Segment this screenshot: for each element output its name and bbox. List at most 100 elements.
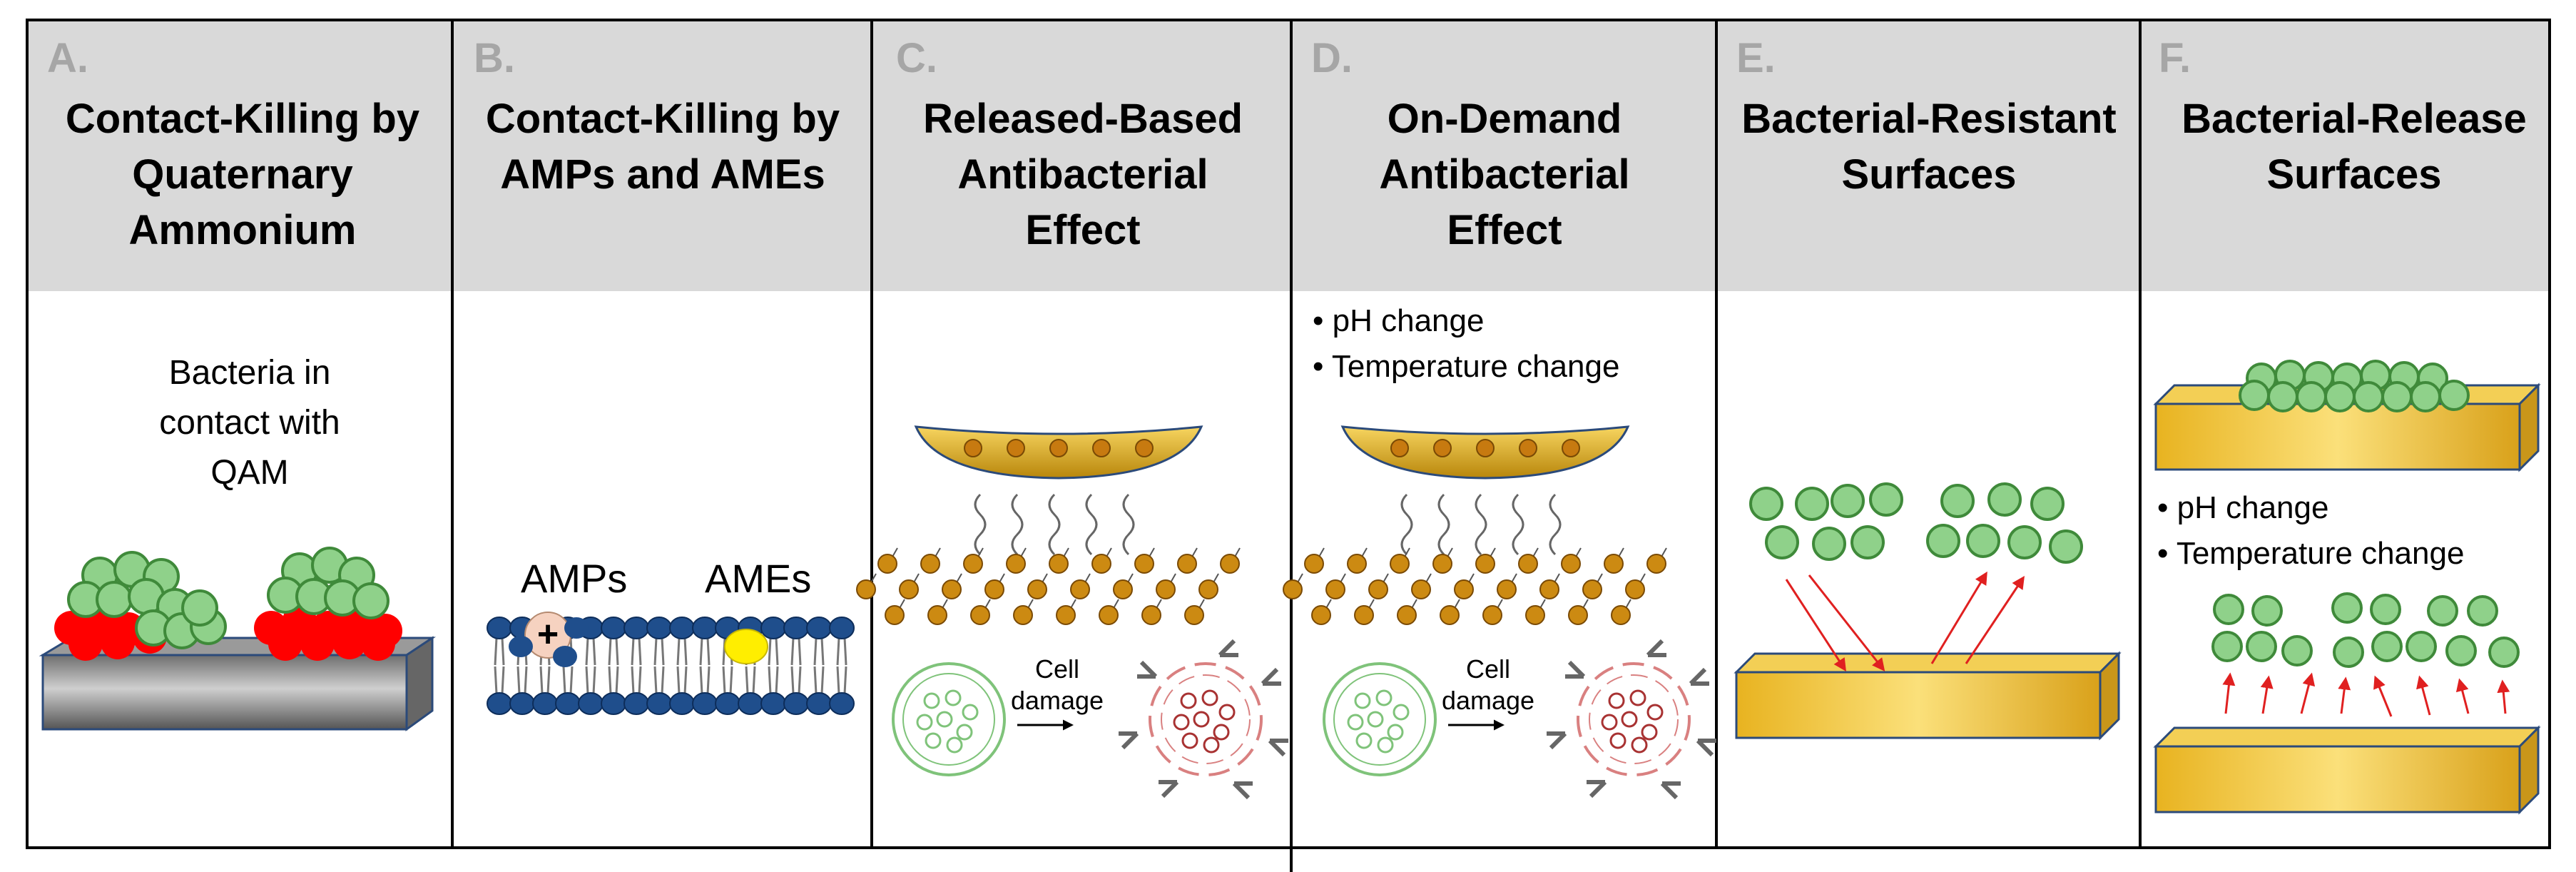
antibacterial-particle [1134, 554, 1154, 574]
lipid-head [532, 692, 558, 715]
particle-spike [1161, 780, 1179, 799]
lipid-tail [501, 637, 505, 666]
amps-label: AMPs [521, 556, 628, 601]
title-line: Ammonium [128, 207, 357, 253]
label-line: damage [1441, 686, 1535, 715]
bacterium [2438, 380, 2470, 411]
antibacterial-particle [963, 554, 983, 574]
lipid-head [553, 646, 577, 667]
lipid-tail [775, 637, 779, 666]
lipid-tail [562, 666, 566, 694]
release-wave [1085, 493, 1098, 556]
title-line: Released-Based [922, 96, 1243, 142]
bacterium [181, 589, 218, 627]
lipid-tail [683, 666, 688, 694]
title-line: Surfaces [1841, 151, 2017, 198]
lipid-head [738, 692, 763, 715]
antibacterial-particle [1475, 554, 1495, 574]
lipid-tail [494, 666, 498, 694]
lipid-tail [706, 637, 711, 666]
lipid-tail [653, 637, 658, 666]
bacterium [2213, 594, 2244, 625]
qam-molecule [101, 625, 135, 659]
release-wave [1475, 493, 1487, 556]
panel-b-graphic: + [487, 612, 855, 715]
lipid-tail [768, 637, 772, 666]
title-line: Effect [1447, 207, 1562, 253]
panel-title-d: On-Demand Antibacterial Effect [1293, 91, 1716, 258]
antibacterial-particle [1311, 605, 1331, 625]
trigger-item: • Temperature change [2157, 536, 2465, 571]
antibacterial-particle [1006, 554, 1026, 574]
lipid-tail [843, 666, 847, 694]
bacterium [2370, 594, 2401, 625]
title-line: Bacterial-Resistant [1741, 96, 2117, 142]
panel-divider [2139, 19, 2142, 849]
panel-divider [2548, 19, 2551, 849]
lipid-head [669, 692, 695, 715]
bacterium [2427, 595, 2458, 627]
trigger-item: • pH change [2157, 490, 2329, 525]
particle-spike [1660, 781, 1679, 800]
lipid-tail [798, 666, 802, 694]
antibacterial-particle [877, 554, 897, 574]
bacterium [1926, 524, 1960, 558]
qam-substrate [41, 654, 408, 731]
antibacterial-particle [970, 605, 990, 625]
release-surface-top [2154, 402, 2521, 471]
antibacterial-particle [1198, 579, 1218, 599]
release-arrow [2300, 672, 2316, 714]
lipid-tail [608, 637, 612, 666]
lipid-tail [768, 666, 772, 694]
organelle [1367, 711, 1384, 728]
bacterium [2211, 631, 2243, 662]
organelle [1203, 736, 1220, 754]
lipid-tail [615, 637, 619, 666]
lipid-tail [683, 637, 688, 666]
organelle [1641, 724, 1658, 741]
lipid-head [806, 617, 832, 639]
lipid-head [646, 617, 672, 639]
panel-divider [1715, 19, 1718, 849]
bacterium [1812, 527, 1846, 561]
lipid-head [783, 617, 809, 639]
release-wave [1122, 493, 1135, 556]
antibacterial-particle [1518, 554, 1538, 574]
bacterium [1869, 482, 1903, 517]
release-arrow [2497, 679, 2510, 714]
panel-f-graphic [2153, 360, 2541, 815]
panel-f-triggers: • pH change • Temperature change [2157, 485, 2464, 577]
carrier-pore [1007, 439, 1025, 457]
bacterium [2445, 635, 2477, 666]
release-wave [1437, 493, 1450, 556]
particle-spike [1567, 660, 1586, 679]
healthy-cell [892, 662, 1006, 776]
panel-letter-e: E. [1736, 35, 1776, 81]
antibacterial-particle [1013, 605, 1033, 625]
carrier-pore [1433, 439, 1452, 457]
lipid-head [646, 692, 672, 715]
lipid-tail [752, 666, 756, 694]
release-arrow [2338, 676, 2351, 714]
antibacterial-particle [942, 579, 962, 599]
lipid-head [692, 692, 718, 715]
lipid-head [760, 617, 786, 639]
lipid-head [715, 692, 740, 715]
title-line: Quaternary [132, 151, 353, 198]
lipid-tail [638, 666, 642, 694]
antibacterial-particle [1646, 554, 1666, 574]
organelle [1375, 689, 1393, 706]
carrier-pore [1476, 439, 1495, 457]
repel-arrow [1785, 579, 1846, 672]
antibacterial-particle [1525, 605, 1545, 625]
title-line: Antibacterial [1379, 151, 1630, 198]
label-line: Cell [1034, 654, 1079, 684]
damaged-cell-inner [1161, 674, 1251, 764]
panel-letter-c: C. [896, 35, 937, 81]
release-wave [1400, 493, 1413, 556]
release-arrow [2416, 675, 2431, 716]
bacterium [2488, 637, 2520, 668]
lipid-tail [661, 666, 665, 694]
qam-molecule [68, 627, 103, 661]
bacterium [1765, 525, 1799, 559]
